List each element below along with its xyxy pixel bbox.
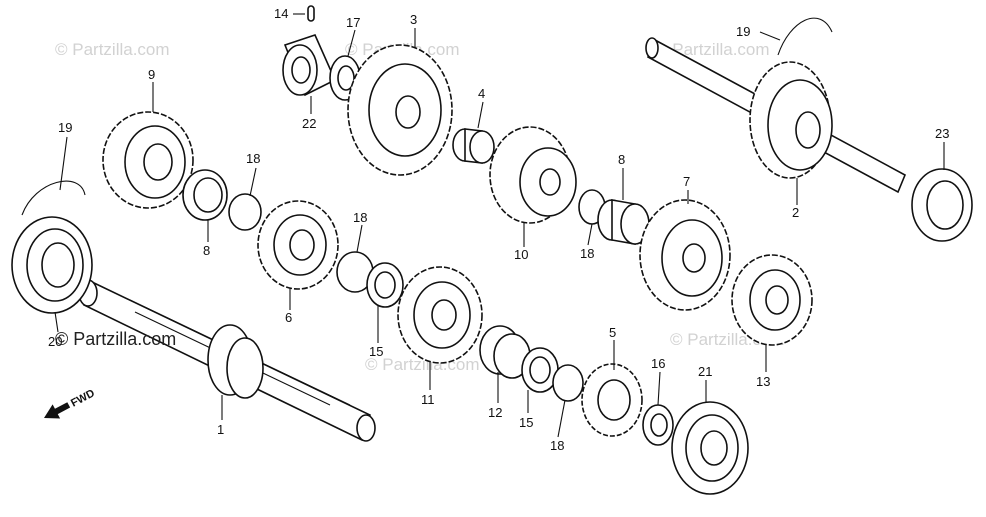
gear-6 bbox=[257, 200, 339, 290]
callout-23: 23 bbox=[935, 126, 949, 141]
callout-16: 16 bbox=[651, 356, 665, 371]
washer-15-lower-hole bbox=[529, 356, 551, 384]
callout-22: 22 bbox=[302, 116, 316, 131]
circlip-19-left bbox=[21, 180, 86, 216]
callout-10: 10 bbox=[514, 247, 528, 262]
callout-18: 18 bbox=[246, 151, 260, 166]
callout-labels: 1 2 3 4 5 6 7 8 8 9 10 11 12 13 14 15 15… bbox=[48, 6, 949, 453]
callout-8: 8 bbox=[618, 152, 625, 167]
circlip-19-right bbox=[777, 17, 833, 56]
fwd-arrow: FWD bbox=[44, 387, 97, 419]
callout-19: 19 bbox=[736, 24, 750, 39]
collar-22 bbox=[282, 34, 337, 97]
fwd-label: FWD bbox=[69, 387, 97, 409]
callout-11: 11 bbox=[421, 392, 435, 407]
callout-8: 8 bbox=[203, 243, 210, 258]
countershaft-2 bbox=[645, 37, 907, 194]
callout-15: 15 bbox=[519, 415, 533, 430]
callout-13: 13 bbox=[756, 374, 770, 389]
callout-9: 9 bbox=[148, 67, 155, 82]
callout-18: 18 bbox=[580, 246, 594, 261]
washer-8-left bbox=[182, 169, 228, 221]
callout-5: 5 bbox=[609, 325, 616, 340]
callout-19: 19 bbox=[58, 120, 72, 135]
callout-15: 15 bbox=[369, 344, 383, 359]
circlip-18-lower bbox=[552, 364, 584, 402]
gear-11 bbox=[397, 266, 483, 364]
watermark: © Partzilla.com bbox=[55, 40, 170, 59]
callout-2: 2 bbox=[792, 205, 799, 220]
bushing-4 bbox=[452, 128, 495, 164]
pin-14 bbox=[307, 5, 315, 22]
bearing-21 bbox=[671, 401, 749, 495]
leader-lines bbox=[54, 13, 945, 438]
gear-3 bbox=[347, 44, 453, 176]
main-shaft bbox=[78, 279, 376, 442]
watermark-layer: © Partzilla.com © Partzilla.com © Partzi… bbox=[55, 40, 785, 374]
callout-7: 7 bbox=[683, 174, 690, 189]
gear-10 bbox=[489, 126, 577, 224]
callout-4: 4 bbox=[478, 86, 485, 101]
bushing-12 bbox=[479, 325, 531, 379]
gear-9 bbox=[102, 111, 194, 209]
arrow-left-icon bbox=[44, 402, 71, 419]
gear-7 bbox=[639, 199, 731, 311]
watermark-main: © Partzilla.com bbox=[55, 329, 176, 349]
bearing-20 bbox=[11, 216, 93, 314]
callout-20: 20 bbox=[48, 334, 62, 349]
callout-17: 17 bbox=[346, 15, 360, 30]
callout-21: 21 bbox=[698, 364, 712, 379]
callout-1: 1 bbox=[217, 422, 224, 437]
callout-18: 18 bbox=[550, 438, 564, 453]
washer-15-upper-hole bbox=[374, 271, 396, 299]
circlip-18-upper-left bbox=[228, 193, 262, 231]
washer-8-right bbox=[597, 199, 650, 245]
callout-6: 6 bbox=[285, 310, 292, 325]
callout-18: 18 bbox=[353, 210, 367, 225]
seal-23 bbox=[911, 168, 973, 242]
washer-16-hole bbox=[650, 413, 668, 437]
gear-13 bbox=[731, 254, 813, 346]
watermark: © Partzilla.com bbox=[655, 40, 770, 59]
callout-3: 3 bbox=[410, 12, 417, 27]
callout-12: 12 bbox=[488, 405, 502, 420]
gear-5 bbox=[581, 363, 643, 437]
callout-14: 14 bbox=[274, 6, 288, 21]
